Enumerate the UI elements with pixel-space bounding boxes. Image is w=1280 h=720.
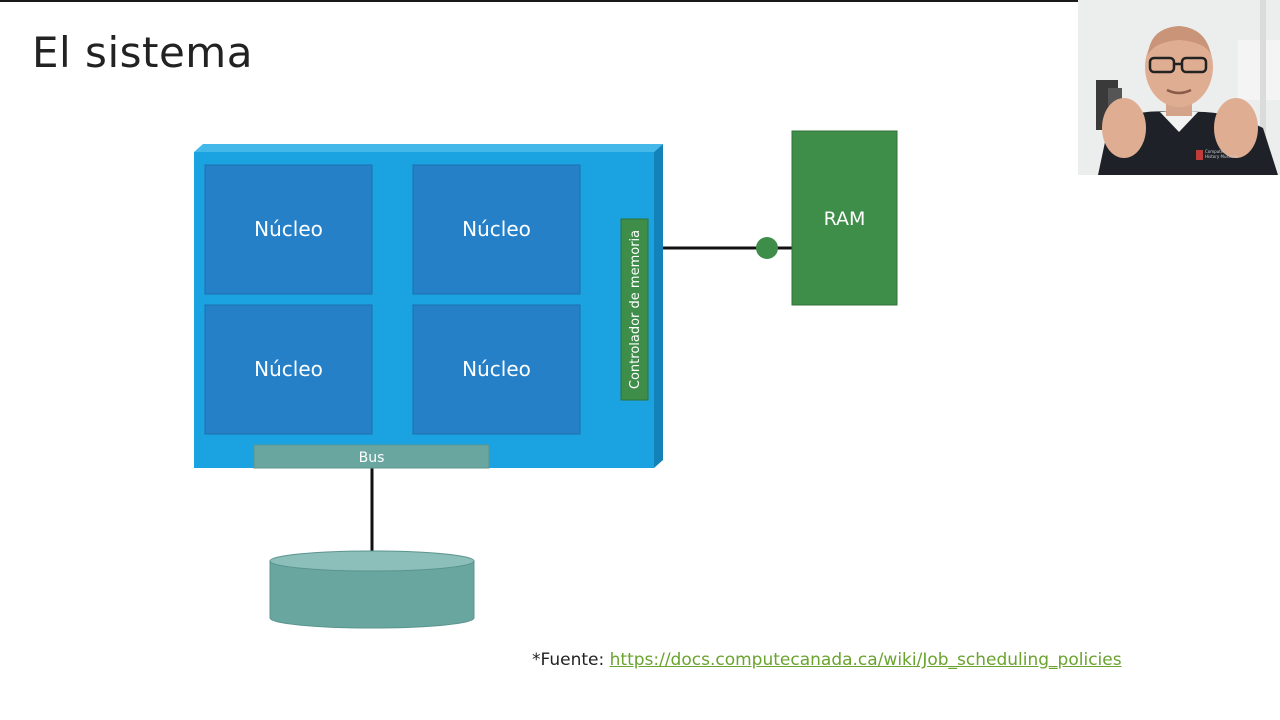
slide-title: El sistema [32,28,253,77]
memory-controller: Controlador de memoria [620,218,649,401]
ram: RAM [791,130,898,306]
slide-top-border [0,0,1078,2]
core-3: Núcleo [204,304,373,435]
core-4: Núcleo [412,304,581,435]
presenter-video [1078,0,1280,175]
cpu-block-top-face [194,144,663,152]
source-link[interactable]: https://docs.computecanada.ca/wiki/Job_s… [609,650,1122,670]
source-citation: *Fuente: https://docs.computecanada.ca/w… [532,650,1122,670]
webcam-overlay: Computer History Museum [1078,0,1280,175]
cpu-block-side-face [654,144,663,468]
bus: Bus [253,444,490,469]
source-prefix: *Fuente: [532,650,610,670]
memory-controller-label: Controlador de memoria [628,230,643,389]
webcam-logo-text: Computer History Museum [1205,149,1238,159]
core-label: Núcleo [462,217,531,241]
core-label: Núcleo [462,357,531,381]
core-1: Núcleo [204,164,373,295]
connector-node [756,237,778,259]
ram-label: RAM [824,208,866,230]
disk-cylinder [269,550,475,629]
core-label: Núcleo [254,217,323,241]
bus-label: Bus [359,450,385,466]
core-label: Núcleo [254,357,323,381]
core-2: Núcleo [412,164,581,295]
